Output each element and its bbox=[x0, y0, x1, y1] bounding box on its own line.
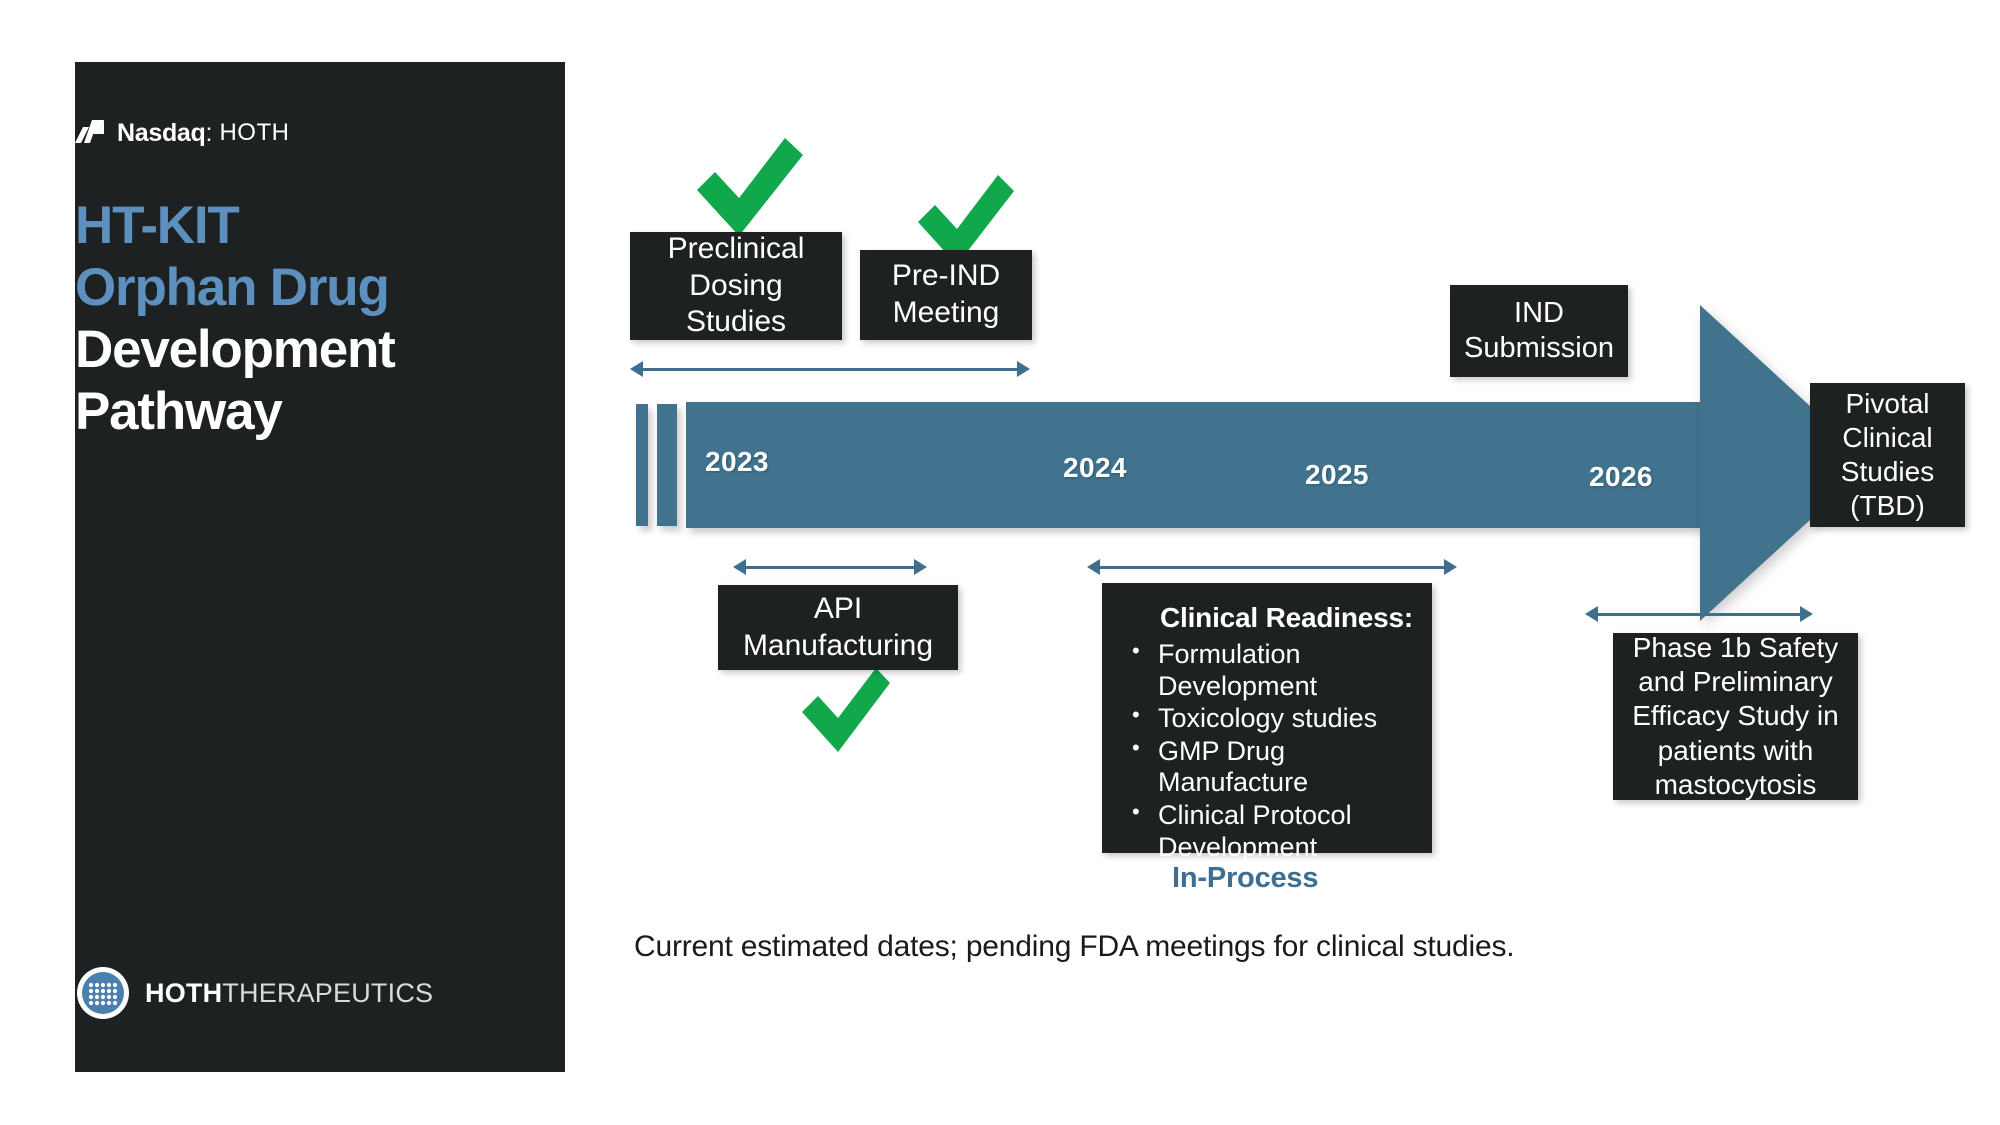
list-item: Formulation Development bbox=[1116, 638, 1418, 702]
arrow-line bbox=[742, 566, 918, 569]
hoth-wordmark-bold: HOTH bbox=[145, 977, 223, 1008]
arrow-head-right-icon bbox=[914, 559, 927, 575]
nasdaq-separator: : bbox=[205, 118, 213, 147]
title-line-4: Pathway bbox=[75, 382, 283, 441]
hoth-circle-icon bbox=[77, 967, 129, 1019]
arrow-head-right-icon bbox=[1444, 559, 1457, 575]
span-arrow-phase-1b bbox=[1585, 605, 1813, 623]
clinical-readiness-box[interactable]: Clinical Readiness: Formulation Developm… bbox=[1102, 583, 1432, 862]
span-arrow-api-manufacturing bbox=[733, 558, 927, 576]
arrow-head-right-icon bbox=[1017, 361, 1030, 377]
year-label-2025: 2025 bbox=[1305, 459, 1369, 490]
arrow-line bbox=[1594, 613, 1804, 616]
checkmark-icon-preclinical bbox=[697, 138, 803, 236]
title-line-2: Orphan Drug bbox=[75, 258, 390, 317]
milestone-label: Pre-IND Meeting bbox=[891, 259, 1001, 329]
arrow-line bbox=[639, 368, 1021, 371]
milestone-label: Phase 1b Safety and Preliminary Efficacy… bbox=[1632, 632, 1839, 800]
footnote-text: Current estimated dates; pending FDA mee… bbox=[634, 930, 1515, 963]
span-arrow-clinical-readiness bbox=[1087, 558, 1457, 576]
milestone-box-pivotal-clinical-studies[interactable]: Pivotal Clinical Studies (TBD) bbox=[1810, 383, 1965, 527]
hoth-wordmark: HOTHTHERAPEUTICS bbox=[145, 978, 433, 1009]
milestone-box-api-manufacturing[interactable]: API Manufacturing bbox=[718, 585, 958, 670]
arrow-head-left-icon bbox=[1087, 559, 1100, 575]
nasdaq-ticker-symbol: HOTH bbox=[219, 119, 290, 146]
year-label-2024: 2024 bbox=[1063, 452, 1127, 483]
title-line-1: HT-KIT bbox=[75, 196, 240, 255]
clinical-readiness-heading: Clinical Readiness: bbox=[1160, 602, 1413, 633]
arrow-head-left-icon bbox=[1585, 606, 1598, 622]
nasdaq-logo-icon bbox=[75, 120, 104, 143]
arrow-head-left-icon bbox=[630, 361, 643, 377]
milestone-label: API Manufacturing bbox=[742, 591, 934, 662]
list-item: GMP Drug Manufacture bbox=[1116, 735, 1418, 799]
milestone-label: Preclinical Dosing Studies bbox=[667, 232, 805, 339]
title-line-3: Development bbox=[75, 320, 396, 379]
page-title: HT-KIT Orphan Drug Development Pathway bbox=[75, 195, 475, 443]
milestone-box-phase-1b-study[interactable]: Phase 1b Safety and Preliminary Efficacy… bbox=[1613, 632, 1858, 800]
milestone-label: IND Submission bbox=[1464, 296, 1614, 364]
milestone-box-preclinical-dosing-studies[interactable]: Preclinical Dosing Studies bbox=[630, 232, 842, 340]
timeline-tick-mark-1 bbox=[636, 404, 648, 526]
year-label-2023: 2023 bbox=[705, 446, 769, 477]
timeline-tick-mark-2 bbox=[657, 404, 677, 526]
left-title-panel bbox=[75, 62, 565, 1072]
arrow-head-left-icon bbox=[733, 559, 746, 575]
checkmark-icon-api bbox=[802, 668, 890, 752]
nasdaq-label: Nasdaq bbox=[117, 118, 206, 147]
span-arrow-preclinical-preind bbox=[630, 360, 1030, 378]
status-badge-in-process: In-Process bbox=[1172, 862, 1319, 894]
milestone-box-ind-submission[interactable]: IND Submission bbox=[1450, 285, 1628, 377]
list-item: Toxicology studies bbox=[1116, 702, 1418, 735]
milestone-label: Pivotal Clinical Studies (TBD) bbox=[1840, 387, 1935, 522]
clinical-readiness-list: Formulation Development Toxicology studi… bbox=[1116, 638, 1418, 863]
hoth-therapeutics-logo: HOTHTHERAPEUTICS bbox=[75, 965, 433, 1021]
nasdaq-ticker-block: Nasdaq : HOTH bbox=[75, 118, 289, 148]
arrow-line bbox=[1096, 566, 1448, 569]
arrow-head-right-icon bbox=[1800, 606, 1813, 622]
year-label-2026: 2026 bbox=[1589, 461, 1653, 492]
checkmark-icon-pre-ind bbox=[918, 175, 1014, 265]
milestone-box-pre-ind-meeting[interactable]: Pre-IND Meeting bbox=[860, 250, 1032, 340]
list-item: Clinical Protocol Development bbox=[1116, 799, 1418, 863]
timeline-arrow-shaft bbox=[686, 402, 1706, 528]
hoth-wordmark-light: THERAPEUTICS bbox=[222, 977, 434, 1008]
